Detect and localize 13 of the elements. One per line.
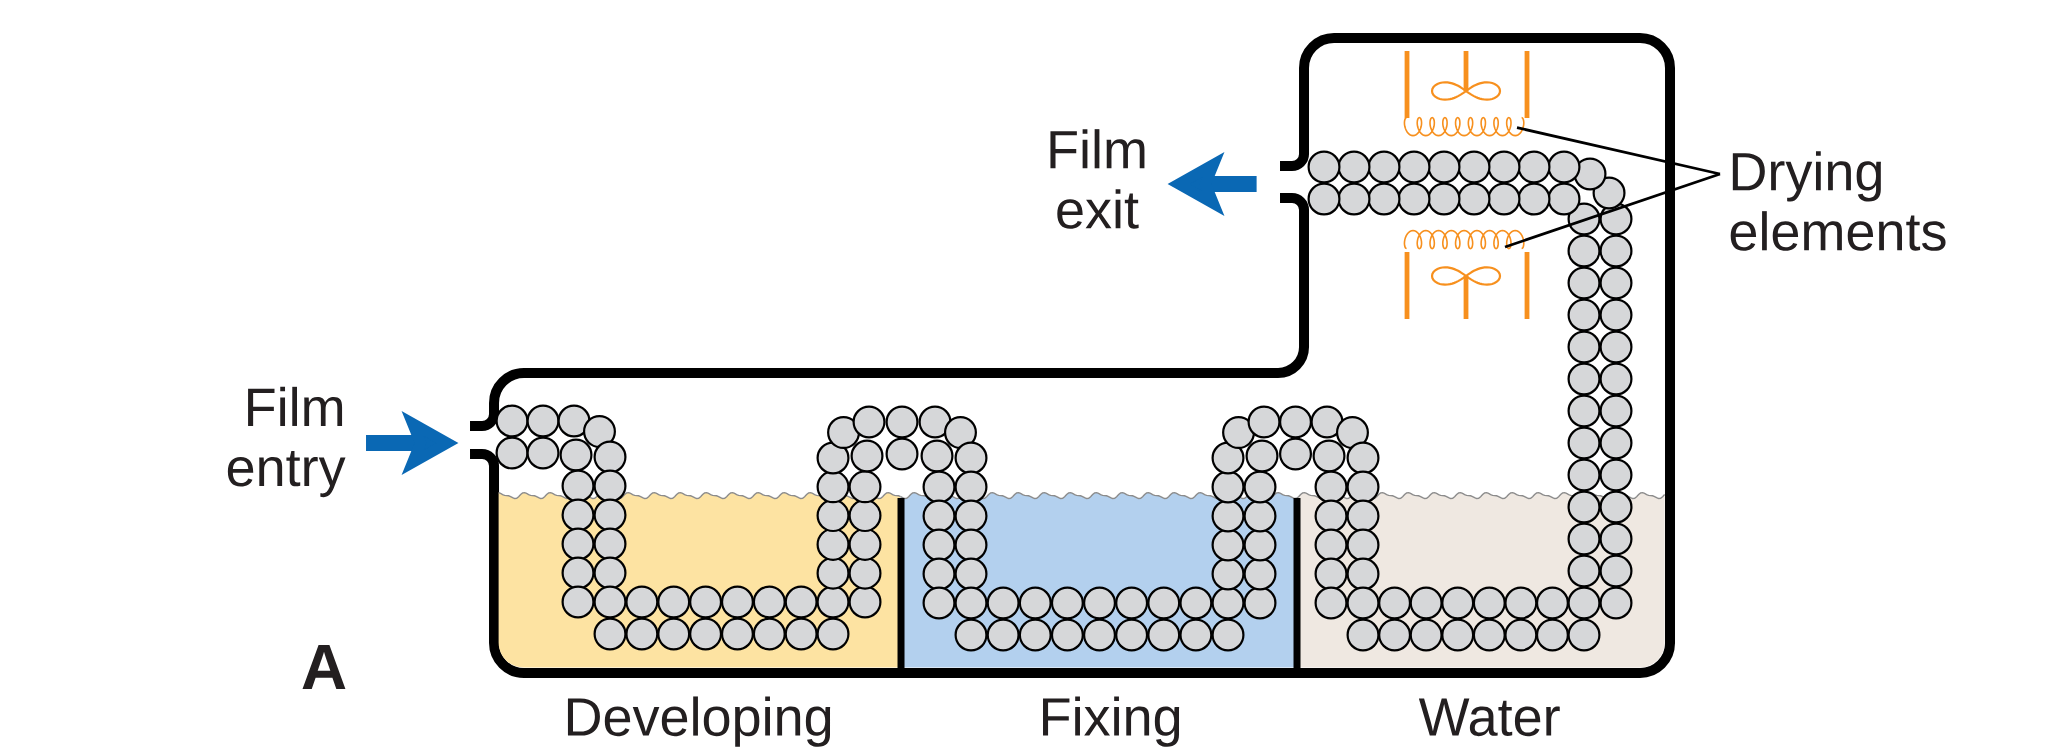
node-label: Developing [567,696,831,747]
leader-line [1516,126,1721,176]
label: Film exit [1050,129,1145,229]
panel-letter: A [302,645,346,689]
processor-frame [1280,33,1675,373]
label: Drying elements [1730,151,1946,251]
leader-line [1504,172,1721,249]
processor-frame [469,346,1675,678]
heating-coil [1403,229,1525,250]
label: Film entry [227,386,346,498]
heating-coil [1403,116,1525,137]
node-label: Fixing [1043,696,1180,747]
node-label: Water [1418,698,1560,737]
